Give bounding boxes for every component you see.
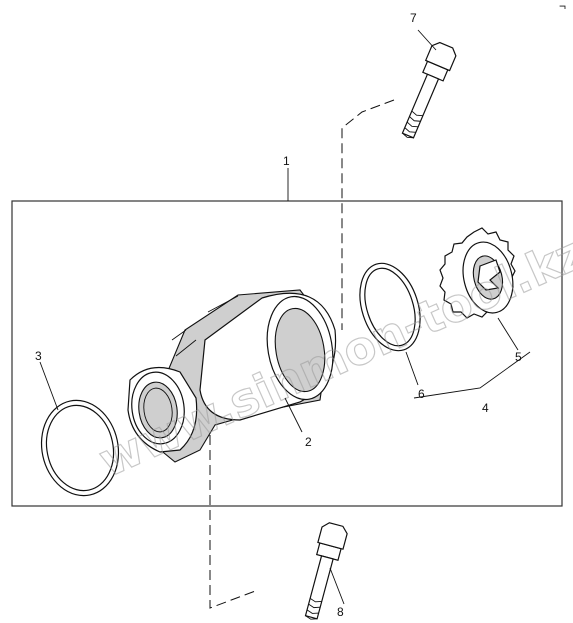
corner-mark: ¬ <box>559 0 566 13</box>
o-ring-large <box>40 399 120 497</box>
bolt-bottom-axis <box>209 420 259 609</box>
callout-7: 7 <box>410 11 417 25</box>
leader-lines <box>39 29 531 605</box>
bolt-top-axis <box>341 99 395 330</box>
callout-1: 1 <box>283 154 290 168</box>
assembly-frame <box>11 200 563 507</box>
callout-3: 3 <box>35 349 42 363</box>
callout-6: 6 <box>418 387 425 401</box>
callout-5: 5 <box>515 350 522 364</box>
callout-4: 4 <box>482 401 489 415</box>
seal-ring <box>359 262 421 352</box>
watermark-text: www.sinmon-tool.kz <box>91 225 573 488</box>
bolt-bottom <box>304 522 348 620</box>
callout-8: 8 <box>337 605 344 619</box>
callout-2: 2 <box>305 435 312 449</box>
bolt-top <box>401 41 457 139</box>
gear-cap <box>439 227 516 319</box>
housing <box>127 289 337 463</box>
